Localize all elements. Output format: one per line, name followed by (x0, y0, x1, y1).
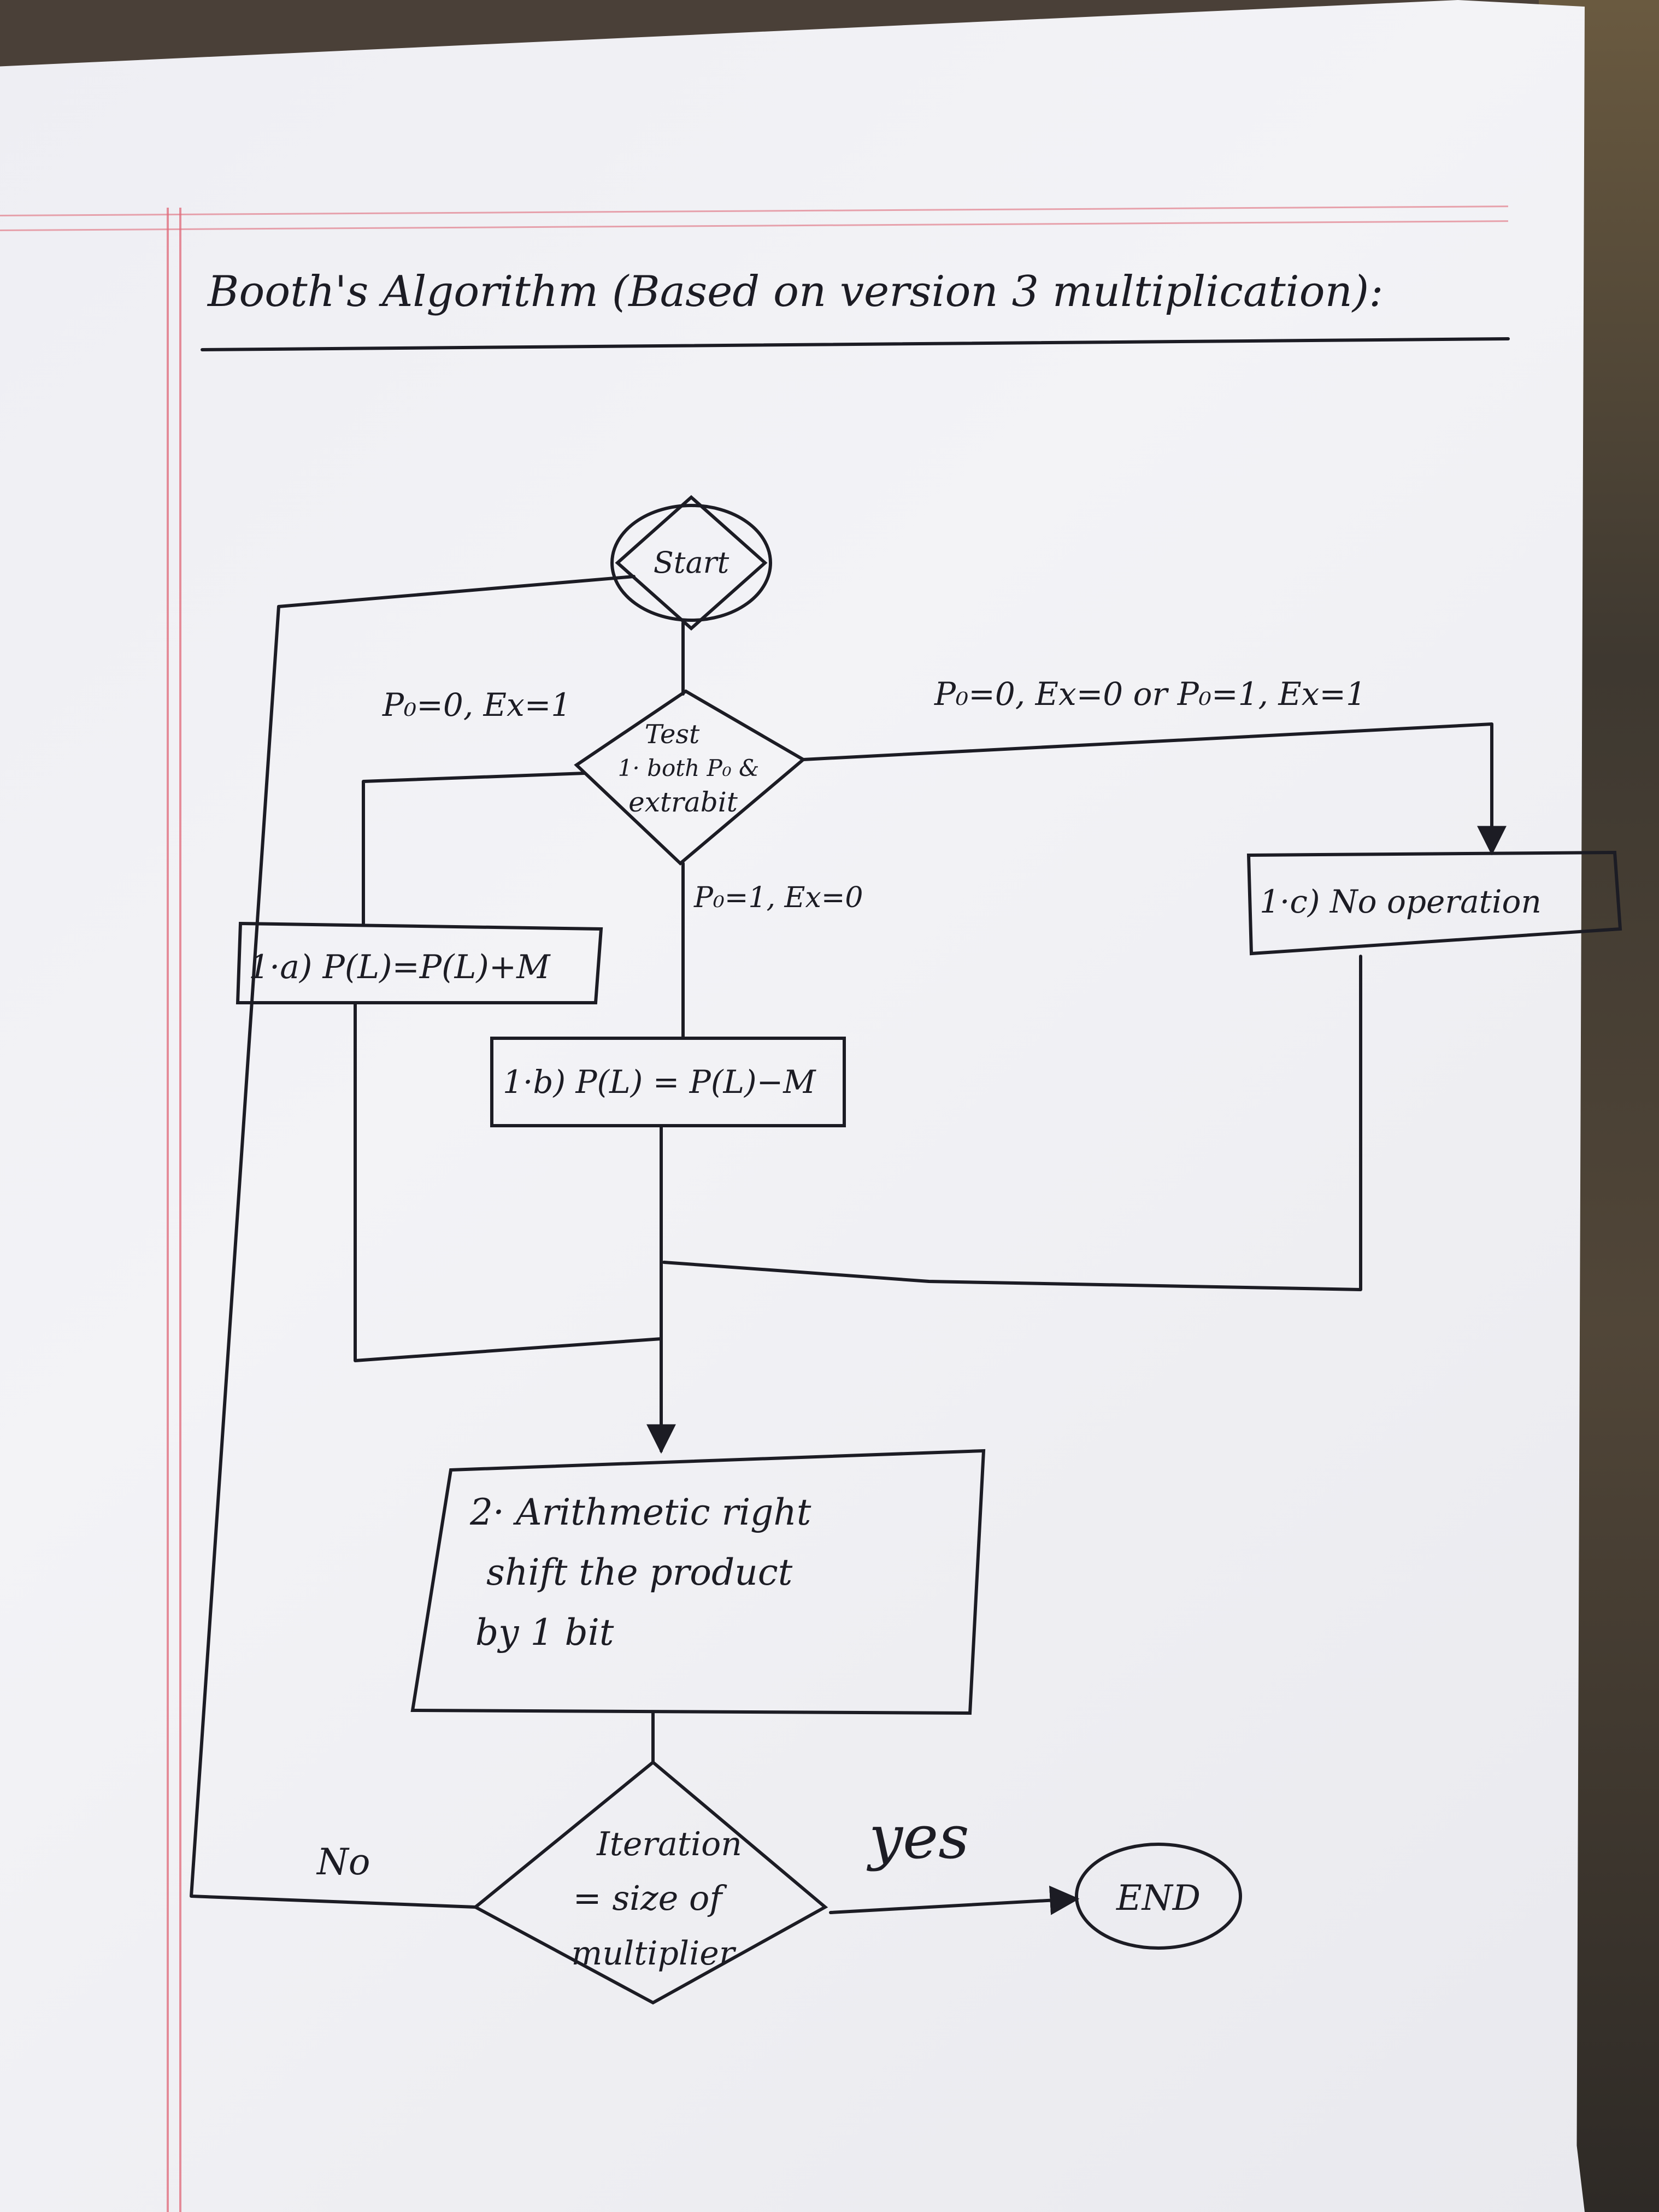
end-node: END (1075, 1843, 1242, 1950)
op-1a-label: 1·a) P(L)=P(L)+M (249, 948, 551, 986)
condition-1b: P₀=1, Ex=0 (693, 881, 863, 914)
shift-box: 2· Arithmetic right shift the product by… (410, 1449, 986, 1715)
test-label-2: 1· both P₀ & (618, 755, 760, 781)
edge-1a-merge (354, 1001, 663, 1362)
notebook-page (0, 0, 1585, 2212)
condition-1c: P₀=0, Ex=0 or P₀=1, Ex=1 (934, 675, 1366, 713)
edge-1c-merge (662, 955, 1362, 1291)
op-1c-box: 1·c) No operation (1246, 850, 1622, 956)
condition-1a: P₀=0, Ex=1 (382, 686, 571, 723)
shift-label-1: 2· Arithmetic right (469, 1491, 811, 1533)
shift-label-2: shift the product (486, 1551, 793, 1593)
title-underline (201, 337, 1510, 351)
op-1b-box: 1·b) P(L) = P(L)−M (490, 1037, 846, 1127)
iteration-label-2: = size of (573, 1878, 728, 1918)
edge-test-1c (802, 722, 1507, 856)
edge-iteration-end (829, 1885, 1080, 1915)
test-decision: Test 1· both P₀ & extrabit (574, 689, 807, 866)
op-1a-box: 1·a) P(L)=P(L)+M (236, 921, 603, 1004)
iteration-label-1: Iteration (596, 1825, 742, 1863)
test-label-1: Test (645, 719, 700, 750)
start-node: Start (610, 495, 772, 631)
margin-line (179, 208, 181, 2212)
edge-iteration-loop (190, 575, 636, 1909)
test-label-3: extrabit (628, 786, 738, 818)
page-title: Booth's Algorithm (Based on version 3 mu… (207, 267, 1384, 316)
yes-label: yes (866, 1802, 969, 1872)
iteration-decision: Iteration = size of multiplier (472, 1760, 828, 2005)
end-label: END (1116, 1878, 1201, 1919)
op-1c-label: 1·c) No operation (1260, 883, 1542, 920)
iteration-label-3: multiplier (571, 1934, 736, 1973)
shift-label-3: by 1 bit (475, 1611, 614, 1654)
margin-line (167, 208, 169, 2212)
op-1b-label: 1·b) P(L) = P(L)−M (503, 1063, 816, 1101)
no-label: No (316, 1841, 370, 1883)
start-label: Start (654, 545, 730, 580)
edge-test-1a (362, 772, 586, 925)
